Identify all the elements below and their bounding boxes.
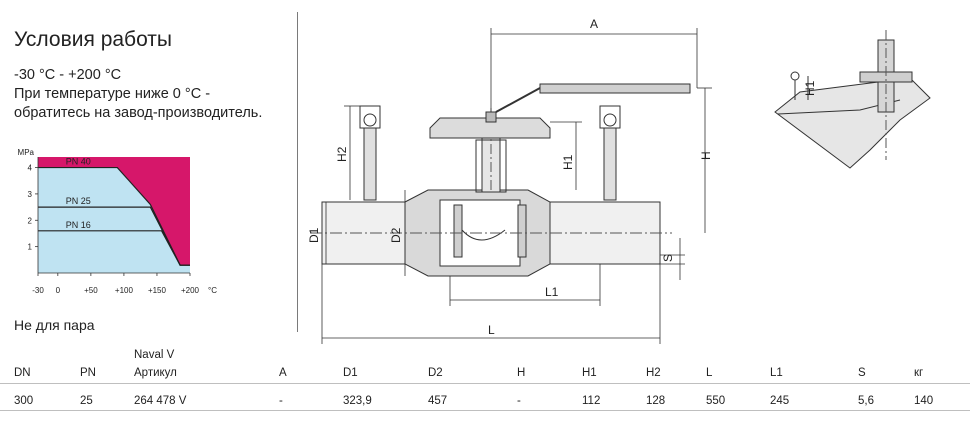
cell-d1: 323,9 <box>343 395 372 407</box>
cell-l1: 245 <box>770 395 790 407</box>
cell-dn: 300 <box>14 395 34 407</box>
dim-d2-label: D2 <box>389 227 403 243</box>
valve-handle <box>429 117 551 139</box>
dim-h-label: H <box>699 151 713 160</box>
cell-d2: 457 <box>428 395 448 407</box>
y-tick-label-2: 3 <box>28 190 33 199</box>
dim-l-label: L <box>488 323 495 337</box>
series-label-0: PN 40 <box>66 157 91 167</box>
x-tick-label-1: 0 <box>56 286 61 295</box>
series-label-2: PN 16 <box>66 220 91 230</box>
detail-view <box>774 30 931 169</box>
x-axis-unit: °C <box>208 286 217 295</box>
x-tick-label-4: +150 <box>148 286 167 295</box>
cell-s: 5,6 <box>858 395 874 407</box>
y-tick-label-3: 4 <box>28 164 33 173</box>
cell-h2: 128 <box>646 395 666 407</box>
y-axis-unit: MPa <box>18 148 35 157</box>
valve-lever <box>539 83 691 94</box>
col-header-weight: кг <box>914 367 924 379</box>
col-header-l: L <box>706 367 713 379</box>
detail-h1-label: H1 <box>803 80 817 96</box>
cell-h: - <box>517 395 521 407</box>
col-header-s: S <box>858 367 866 379</box>
y-tick-label-0: 1 <box>28 243 33 252</box>
dim-a-label: A <box>590 17 598 31</box>
cell-pn: 25 <box>80 395 93 407</box>
x-tick-label-5: +200 <box>181 286 200 295</box>
col-header-d1: D1 <box>343 367 358 379</box>
cell-l: 550 <box>706 395 726 407</box>
y-tick-label-1: 2 <box>28 216 33 225</box>
table-header-divider <box>0 383 970 384</box>
x-tick-label-2: +50 <box>84 286 98 295</box>
section-title: Условия работы <box>14 28 173 51</box>
col-header-h2: H2 <box>646 367 661 379</box>
section-divider <box>297 12 298 332</box>
chart-safe-zone <box>38 167 190 273</box>
col-header-h1: H1 <box>582 367 597 379</box>
pressure-temperature-chart: PN 40 PN 25 PN 16 1 2 3 4 MPa -30 0 +50 +100 +150 +20… <box>18 148 218 295</box>
dim-s-label: S <box>661 254 675 262</box>
cell-h1: 112 <box>582 395 601 407</box>
col-header-pn: PN <box>80 367 96 379</box>
dim-h2-label: H2 <box>335 146 349 162</box>
series-line-2 <box>38 230 190 266</box>
cell-a: - <box>279 395 283 407</box>
cell-article: 264 478 V <box>134 395 187 407</box>
product-line-label: Naval V <box>134 349 175 361</box>
dim-h1-label: H1 <box>561 154 575 170</box>
col-header-article: Артикул <box>134 367 177 379</box>
valve-technical-drawing: A H H1 H2 D1 D2 S L1 L H1 <box>307 17 931 344</box>
table-row-divider <box>0 410 970 411</box>
col-header-a: A <box>279 367 287 379</box>
cell-weight: 140 <box>914 395 934 407</box>
col-header-h: H <box>517 367 526 379</box>
temperature-range: -30 °C - +200 °C <box>14 67 122 83</box>
not-for-steam-note: Не для пара <box>14 317 95 333</box>
dim-l1-label: L1 <box>545 285 559 299</box>
col-header-d2: D2 <box>428 367 443 379</box>
dim-d1-label: D1 <box>307 227 321 243</box>
x-tick-label-0: -30 <box>32 286 44 295</box>
condition-note-line1: При температуре ниже 0 °C - <box>14 86 211 102</box>
series-label-1: PN 25 <box>66 196 91 206</box>
x-tick-label-3: +100 <box>115 286 134 295</box>
col-header-l1: L1 <box>770 367 783 379</box>
col-header-dn: DN <box>14 367 31 379</box>
condition-note-line2: обратитесь на завод-производитель. <box>14 105 263 121</box>
